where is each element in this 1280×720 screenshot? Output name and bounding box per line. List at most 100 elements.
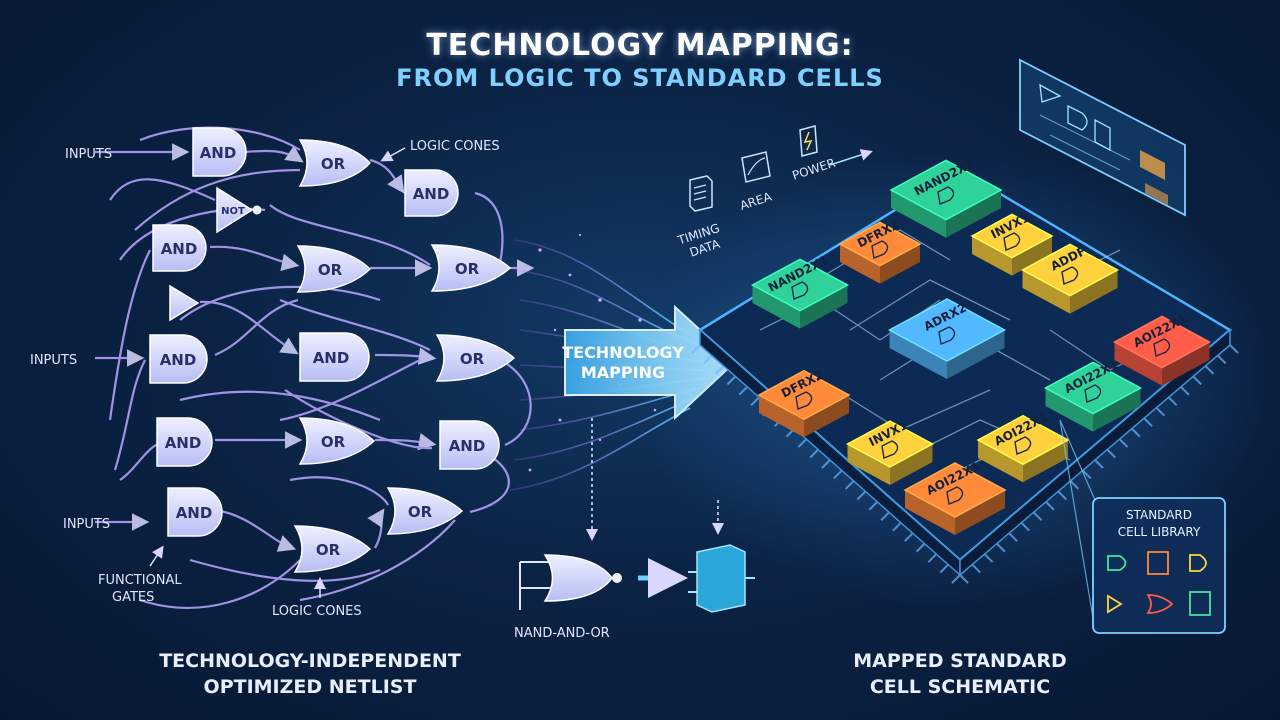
chip-pin (691, 344, 701, 354)
gate-label: AND (413, 185, 450, 203)
gate-label: AND (165, 434, 202, 452)
timing-data-icon (689, 175, 713, 212)
standard-cell-3: INVX1 (970, 210, 1054, 276)
chip-pin (915, 542, 926, 553)
logic-cones-pointer-top (380, 147, 406, 162)
gate-label: OR (316, 541, 341, 559)
gate-label: NOT (221, 206, 245, 217)
standard-cell-1: NAND2X1 (889, 156, 1003, 238)
chip-pin (951, 574, 961, 584)
gate-label: OR (321, 433, 346, 451)
functional-gates-label-1: FUNCTIONAL (98, 573, 182, 588)
chip-pin (1180, 386, 1190, 396)
chip-pin (821, 459, 831, 469)
area-icon (741, 151, 771, 183)
chip-pin (1020, 522, 1031, 532)
gate-or-6: OR (386, 487, 464, 535)
chip-pin (1057, 490, 1067, 501)
gate-or-7: OR (293, 525, 372, 573)
chip-pin (1204, 365, 1215, 375)
functional-gates-label-2: GATES (112, 590, 154, 605)
gate-and-3: AND (152, 224, 207, 272)
inputs-label-middle: INPUTS (30, 353, 77, 368)
standard-cell-12: AOI22X1 (903, 459, 1007, 535)
chip-edge-right (959, 328, 1231, 577)
chip-pin (1045, 501, 1055, 511)
chip-pin (714, 365, 725, 375)
gate-label: AND (313, 349, 350, 367)
standard-cell-7: AOI22X1 (1112, 311, 1212, 386)
chip-pin (1094, 459, 1104, 469)
gate-or-4: OR (435, 334, 516, 382)
title-line2: FROM LOGIC TO STANDARD CELLS (396, 64, 884, 92)
schematic-preview-panel (1019, 58, 1186, 217)
chip-pin (833, 469, 843, 480)
nand-and-or-gate (519, 554, 622, 610)
gate-not: NOT (216, 186, 262, 234)
chip-pin (927, 553, 938, 563)
chip-pin (1192, 375, 1202, 386)
chip-pin (939, 563, 949, 574)
gate-or-1: OR (298, 139, 372, 187)
gate-label: AND (160, 351, 197, 369)
chip-pin (856, 490, 867, 501)
gate-and-8: AND (167, 487, 223, 537)
right-caption-line1: MAPPED STANDARD (853, 650, 1067, 672)
library-title-line2: CELL LIBRARY (1118, 525, 1201, 539)
standard-cell-8: DFRX2 (757, 368, 851, 438)
standard-cell-10: AOI22X1 (976, 410, 1070, 483)
right-caption-line2: CELL SCHEMATIC (869, 676, 1051, 698)
stream-sparkles (528, 233, 657, 472)
mapped-cell-block (688, 544, 755, 613)
left-caption: TECHNOLOGY-INDEPENDENT OPTIMIZED NETLIST (150, 648, 470, 700)
left-caption-line1: TECHNOLOGY-INDEPENDENT (159, 650, 461, 672)
chip-pin (738, 386, 748, 396)
chip-pin (1217, 354, 1227, 365)
inputs-label-bottom: INPUTS (63, 517, 110, 532)
chip-pin (1131, 427, 1141, 438)
chip-pin (904, 532, 914, 542)
gate-and-5: AND (299, 332, 370, 382)
logic-cones-label-top: LOGIC CONES (410, 139, 500, 154)
gate-label: AND (200, 144, 237, 162)
gate-label: AND (449, 437, 486, 455)
buffer-gate (169, 284, 200, 322)
gate-or-2: OR (296, 245, 372, 293)
chip-pin (750, 396, 760, 406)
functional-gates-pointer (149, 545, 164, 567)
chip-pin (1082, 469, 1092, 480)
gate-label: OR (460, 350, 485, 368)
title-line1: TECHNOLOGY MAPPING: (426, 28, 854, 63)
chip-pin (1229, 344, 1239, 354)
gate-label: OR (321, 155, 346, 173)
gate-and-6: AND (156, 417, 213, 467)
chip-pin (797, 438, 808, 448)
chip-pin (880, 511, 890, 521)
chip-pin (1008, 532, 1018, 542)
chip-pin (996, 542, 1006, 553)
chip-pin (959, 574, 969, 584)
left-caption-line2: OPTIMIZED NETLIST (203, 676, 417, 698)
gate-or-3: OR (430, 244, 512, 292)
logic-cones-label-bottom: LOGIC CONES (272, 604, 362, 619)
gate-label: AND (161, 240, 198, 258)
right-caption: MAPPED STANDARD CELL SCHEMATIC (810, 648, 1110, 700)
chip-pin (892, 522, 902, 532)
chip-pin (1118, 438, 1129, 448)
library-callout-lines (1059, 419, 1096, 631)
gate-or-5: OR (298, 417, 376, 465)
gate-label: OR (408, 503, 433, 521)
nand-and-or-label: NAND-AND-OR (514, 626, 610, 641)
chip-pin (1069, 480, 1080, 490)
chip-pin (1155, 407, 1166, 417)
gate-and-2: AND (404, 169, 459, 217)
gate-label: AND (176, 504, 213, 522)
chip-pin (868, 501, 878, 511)
chip-pin (1106, 448, 1116, 459)
gate-label: OR (318, 261, 343, 279)
chip-pin (844, 480, 855, 490)
chip-pin (703, 354, 713, 365)
gate-label: OR (455, 260, 480, 278)
